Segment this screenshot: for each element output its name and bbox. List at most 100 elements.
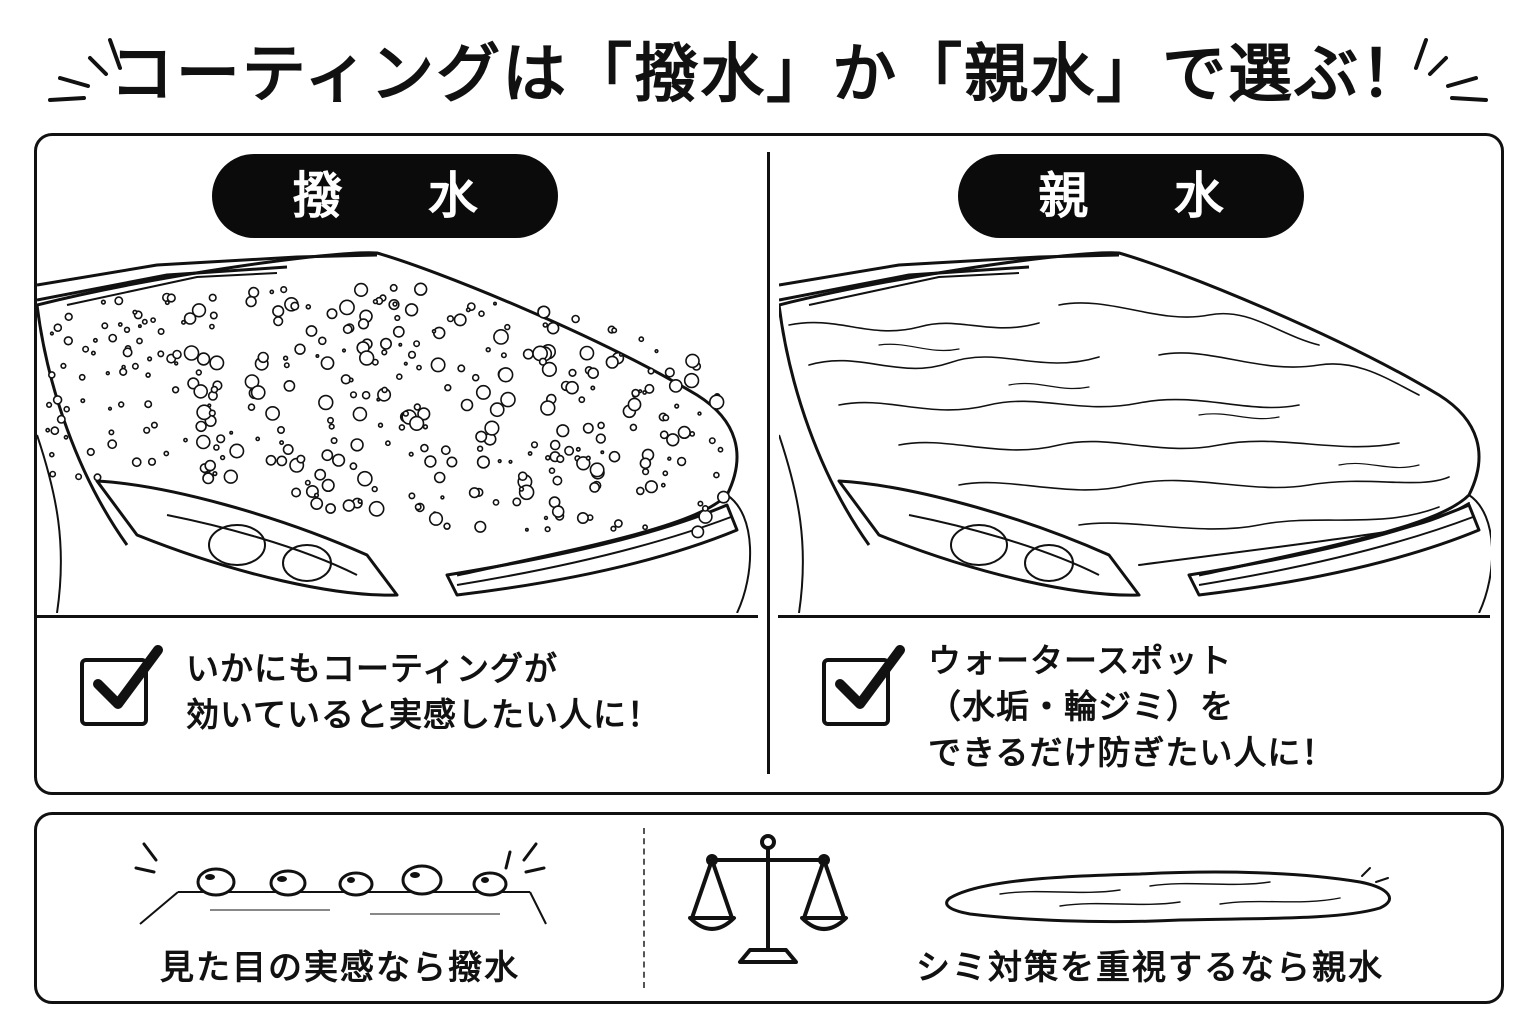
water-bead bbox=[372, 298, 379, 305]
water-bead bbox=[114, 296, 124, 306]
water-bead bbox=[683, 372, 700, 389]
water-bead bbox=[413, 340, 421, 348]
water-bead bbox=[105, 370, 111, 376]
water-bead bbox=[389, 283, 398, 292]
water-beads-icon bbox=[134, 842, 547, 925]
water-bead bbox=[654, 348, 659, 354]
water-bead bbox=[398, 342, 403, 347]
water-bead bbox=[144, 400, 153, 409]
water-bead bbox=[589, 462, 605, 478]
water-bead bbox=[157, 328, 165, 336]
water-bead bbox=[269, 289, 275, 295]
water-bead bbox=[417, 407, 431, 421]
water-bead bbox=[576, 456, 591, 471]
water-bead bbox=[608, 450, 621, 463]
water-bead bbox=[146, 356, 153, 362]
water-bead bbox=[666, 433, 680, 447]
water-bead bbox=[641, 468, 650, 476]
water-bead bbox=[131, 457, 142, 468]
water-bead bbox=[48, 371, 56, 379]
water-bead bbox=[708, 437, 716, 445]
water-bead bbox=[497, 459, 502, 464]
water-bead bbox=[552, 475, 563, 486]
water-bead bbox=[413, 403, 421, 411]
water-bead bbox=[280, 285, 288, 294]
water-bead bbox=[166, 293, 176, 303]
water-bead bbox=[662, 414, 670, 422]
water-bead bbox=[409, 415, 425, 431]
water-bead bbox=[223, 469, 239, 484]
water-bead bbox=[294, 343, 306, 355]
water-bead bbox=[245, 295, 257, 308]
water-bead bbox=[402, 410, 409, 417]
water-bead bbox=[321, 449, 334, 462]
water-bead bbox=[208, 323, 215, 330]
water-bead bbox=[320, 356, 335, 370]
water-bead bbox=[219, 454, 226, 461]
water-bead bbox=[107, 406, 113, 411]
water-bead bbox=[498, 367, 514, 383]
water-bead bbox=[117, 401, 125, 408]
water-bead bbox=[290, 301, 300, 311]
water-bead bbox=[517, 471, 528, 481]
water-bead bbox=[595, 433, 606, 444]
water-bead bbox=[475, 384, 491, 400]
water-bead bbox=[685, 353, 700, 369]
water-bead bbox=[639, 457, 652, 470]
water-bead bbox=[349, 391, 358, 399]
car-hood-sheeting-illustration bbox=[779, 251, 1491, 613]
water-bead bbox=[317, 336, 327, 346]
water-bead bbox=[546, 321, 560, 335]
water-bead bbox=[321, 478, 335, 492]
water-bead bbox=[443, 522, 451, 530]
water-bead bbox=[204, 459, 216, 472]
water-bead bbox=[408, 492, 416, 500]
water-bead bbox=[171, 386, 180, 394]
water-bead bbox=[282, 355, 289, 361]
water-bead bbox=[492, 301, 497, 306]
water-bead bbox=[137, 324, 142, 329]
water-bead bbox=[414, 282, 428, 296]
water-bead bbox=[398, 424, 406, 431]
water-bead bbox=[484, 420, 500, 436]
water-bead bbox=[100, 299, 106, 305]
water-bead bbox=[713, 471, 720, 479]
water-bead bbox=[468, 487, 481, 499]
water-bead bbox=[575, 446, 581, 452]
water-bead bbox=[291, 487, 302, 498]
water-bead bbox=[638, 336, 645, 343]
water-bead bbox=[446, 315, 455, 323]
water-bead bbox=[354, 282, 369, 298]
water-bead bbox=[101, 322, 109, 330]
water-bead bbox=[63, 336, 73, 346]
water-bead bbox=[564, 445, 575, 456]
water-bead bbox=[326, 308, 338, 320]
right-check-line-2: （水垢・輪ジミ）を bbox=[928, 687, 1234, 726]
water-bead bbox=[568, 368, 577, 377]
water-bead bbox=[578, 396, 586, 404]
water-bead bbox=[414, 503, 422, 511]
water-bead bbox=[163, 450, 170, 457]
water-bead bbox=[172, 349, 182, 360]
water-bead bbox=[590, 385, 596, 391]
water-bead bbox=[60, 362, 67, 369]
water-bead bbox=[537, 305, 551, 319]
water-bead bbox=[457, 364, 466, 373]
water-bead bbox=[644, 480, 659, 494]
water-bead bbox=[379, 337, 392, 350]
water-bead bbox=[207, 403, 212, 408]
water-bead bbox=[416, 364, 422, 371]
water-bead bbox=[108, 333, 118, 343]
water-bead bbox=[247, 403, 256, 411]
water-bead bbox=[677, 425, 691, 439]
water-bead bbox=[697, 500, 704, 507]
water-bead bbox=[208, 293, 217, 302]
checkmark-icon bbox=[835, 645, 905, 709]
left-check-line-2: 効いていると実感したい人に！ bbox=[186, 695, 662, 734]
water-bead bbox=[697, 411, 702, 416]
water-bead bbox=[108, 429, 115, 436]
water-bead bbox=[150, 421, 158, 429]
water-bead bbox=[157, 350, 165, 358]
water-bead bbox=[368, 500, 385, 517]
water-bead bbox=[244, 374, 260, 389]
